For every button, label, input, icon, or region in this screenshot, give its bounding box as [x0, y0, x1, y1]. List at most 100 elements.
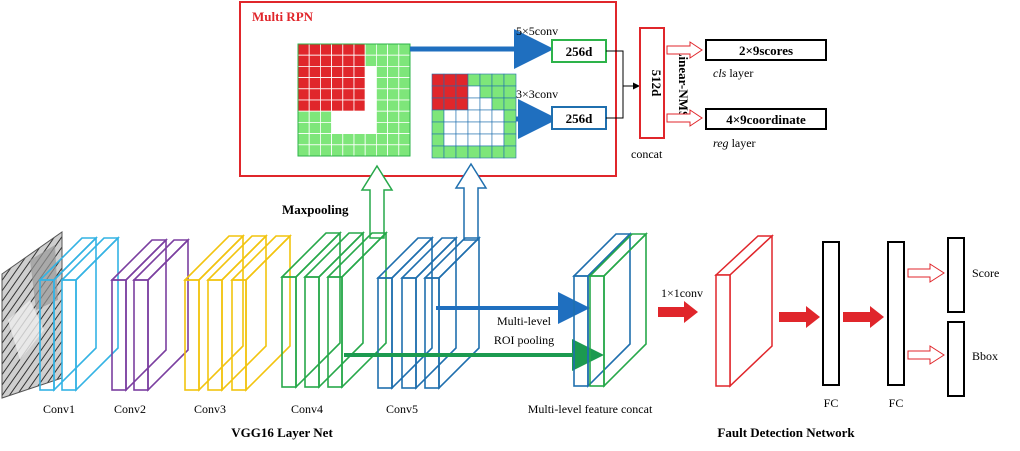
conv5x5-label: 5×5conv — [516, 24, 558, 38]
concat-512d-box — [639, 27, 665, 139]
conv-slab — [303, 231, 365, 389]
grid-cell — [503, 85, 517, 99]
grid-cell — [331, 77, 344, 90]
grid-cell — [364, 43, 377, 56]
grid-cell — [364, 88, 377, 101]
grid-cell — [387, 66, 400, 79]
grid-cell — [353, 133, 366, 146]
grid-cell — [297, 43, 310, 56]
grid-cell — [353, 43, 366, 56]
grid-cell — [375, 122, 388, 135]
grid-cell — [342, 110, 355, 123]
grid-cell — [353, 88, 366, 101]
grid-cell — [443, 97, 457, 111]
stage-label-conv2: Conv2 — [114, 402, 146, 416]
bbox-layer — [947, 321, 965, 397]
grid-cell — [375, 54, 388, 67]
grid-cell — [364, 99, 377, 112]
grid-cell — [431, 73, 445, 87]
bbox-label: Bbox — [972, 349, 998, 363]
conv-slab — [38, 236, 98, 392]
grid-cell — [491, 109, 505, 123]
grid-cell — [398, 88, 411, 101]
grid-cell — [375, 110, 388, 123]
vgg16-layers — [38, 231, 481, 392]
maxpool-up-arrow — [360, 164, 394, 239]
grid-cell — [319, 43, 332, 56]
feature-concat-label: Multi-level feature concat — [528, 402, 653, 416]
score-layer — [947, 237, 965, 313]
grid-cell — [308, 144, 321, 157]
grid-cell — [308, 77, 321, 90]
grid-cell — [467, 133, 481, 147]
conv1x1-arrow — [658, 301, 698, 323]
grid-cell — [503, 109, 517, 123]
grid-cell — [297, 99, 310, 112]
grid-cell — [375, 43, 388, 56]
grid-cell — [342, 54, 355, 67]
grid-cell — [353, 122, 366, 135]
grid-cell — [467, 85, 481, 99]
grid-cell — [353, 77, 366, 90]
rpn-feature-grid-small — [431, 73, 517, 159]
grid-cell — [331, 43, 344, 56]
cls-layer-label: cls layer — [713, 66, 753, 80]
grid-cell — [503, 133, 517, 147]
grid-cell — [331, 133, 344, 146]
grid-cell — [455, 109, 469, 123]
grid-cell — [387, 144, 400, 157]
grid-cell — [467, 73, 481, 87]
conv-slab — [230, 234, 292, 392]
grid-cell — [443, 121, 457, 135]
grid-cell — [479, 121, 493, 135]
grid-cell — [387, 110, 400, 123]
grid-cell — [431, 109, 445, 123]
grid-cell — [431, 133, 445, 147]
grid-cell — [364, 77, 377, 90]
grid-cell — [491, 73, 505, 87]
coordinate-label: 4×9coordinate — [726, 112, 806, 127]
grid-cell — [375, 77, 388, 90]
grid-cell — [319, 99, 332, 112]
fault-detection-title: Fault Detection Network — [717, 425, 855, 440]
rpn-feature-grid-large — [297, 43, 411, 157]
roi-label-line1: Multi-level — [497, 314, 552, 328]
grid-cell — [431, 97, 445, 111]
grid-cell — [342, 77, 355, 90]
grid-cell — [319, 66, 332, 79]
concat-connector-bottom — [606, 86, 624, 119]
conv-slab — [326, 231, 388, 389]
feature-256d-top-label: 256d — [566, 44, 594, 59]
fc1-layer — [822, 241, 840, 386]
grid-cell — [491, 121, 505, 135]
grid-cell — [398, 43, 411, 56]
reg-arrow — [666, 109, 703, 127]
vgg16-title: VGG16 Layer Net — [231, 425, 333, 440]
grid-cell — [319, 133, 332, 146]
conv-slab — [423, 236, 481, 390]
grid-cell — [479, 109, 493, 123]
grid-cell — [455, 121, 469, 135]
grid-cell — [443, 85, 457, 99]
conv1x1-label: 1×1conv — [661, 286, 703, 300]
grid-cell — [398, 133, 411, 146]
roi-label-line2: ROI pooling — [494, 333, 554, 347]
stage-label-conv5: Conv5 — [386, 402, 418, 416]
grid-cell — [353, 99, 366, 112]
grid-cell — [308, 133, 321, 146]
grid-cell — [297, 88, 310, 101]
grid-cell — [503, 73, 517, 87]
grid-cell — [297, 144, 310, 157]
grid-cell — [353, 110, 366, 123]
grid-cell — [479, 133, 493, 147]
grid-cell — [398, 144, 411, 157]
grid-cell — [479, 73, 493, 87]
conv3x3-label: 3×3conv — [516, 87, 558, 101]
grid-cell — [467, 121, 481, 135]
grid-cell — [375, 88, 388, 101]
grid-cell — [398, 54, 411, 67]
grid-cell — [387, 54, 400, 67]
grid-cell — [479, 97, 493, 111]
detector-feature-block — [714, 234, 774, 388]
